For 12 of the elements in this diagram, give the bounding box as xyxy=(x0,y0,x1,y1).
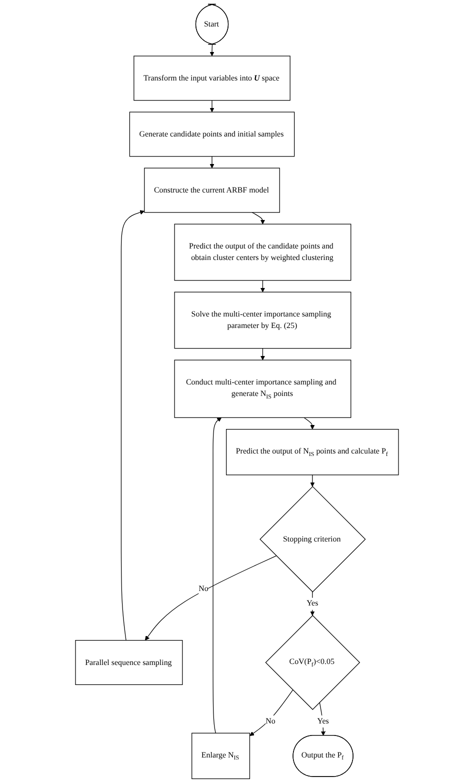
arrow xyxy=(210,100,214,112)
arrow xyxy=(310,474,315,487)
arrow xyxy=(260,280,266,292)
arrow xyxy=(252,212,266,224)
arrow xyxy=(210,44,214,56)
arrow xyxy=(250,690,294,736)
arrow xyxy=(212,417,222,734)
arrow xyxy=(210,156,214,168)
arrow xyxy=(120,210,145,641)
arrow xyxy=(260,348,266,360)
arrow xyxy=(304,417,315,430)
arrow xyxy=(144,555,277,641)
